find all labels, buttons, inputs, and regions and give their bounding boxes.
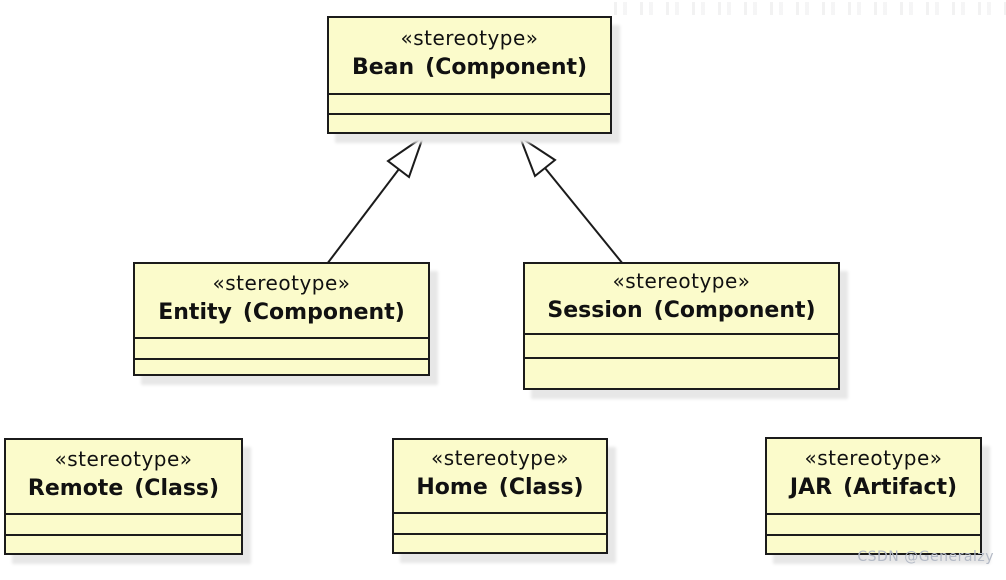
remote-attributes-compartment — [6, 513, 241, 534]
uml-class-home: «stereotype» Home (Class) — [392, 438, 608, 554]
remote-name: Remote (Class) — [28, 475, 219, 503]
entity-name-text: Entity — [158, 299, 232, 325]
home-attributes-compartment — [394, 512, 606, 533]
bean-stereotype: «stereotype» — [400, 25, 539, 50]
session-name: Session (Component) — [547, 297, 815, 325]
entity-operations-compartment — [135, 358, 428, 374]
remote-name-text: Remote — [27, 475, 124, 501]
uml-class-bean: «stereotype» Bean (Component) — [327, 16, 612, 134]
bean-name: Bean (Component) — [352, 54, 587, 82]
session-title-compartment: «stereotype» Session (Component) — [525, 264, 838, 333]
entity-title-compartment: «stereotype» Entity (Component) — [135, 264, 428, 337]
bean-operations-compartment — [329, 113, 610, 132]
jar-name-text: JAR — [789, 475, 833, 501]
entity-qualifier-text: (Component) — [242, 299, 405, 325]
jar-qualifier-text: (Artifact) — [843, 475, 958, 501]
generalization-arrow-entity-to-bean — [326, 134, 425, 265]
session-qualifier-text: (Component) — [653, 297, 816, 323]
session-name-text: Session — [547, 297, 643, 323]
remote-title-compartment: «stereotype» Remote (Class) — [6, 440, 241, 513]
jar-stereotype: «stereotype» — [804, 446, 943, 471]
bean-qualifier-text: (Component) — [425, 54, 588, 80]
entity-name: Entity (Component) — [158, 299, 405, 327]
home-name: Home (Class) — [416, 474, 583, 502]
jar-attributes-compartment — [767, 513, 980, 534]
uml-class-entity: «stereotype» Entity (Component) — [133, 262, 430, 376]
uml-class-jar: «stereotype» JAR (Artifact) — [765, 437, 982, 555]
generalization-arrow-session-to-bean — [517, 134, 624, 265]
session-operations-compartment — [525, 357, 838, 388]
bean-attributes-compartment — [329, 93, 610, 113]
home-title-compartment: «stereotype» Home (Class) — [394, 440, 606, 512]
home-stereotype: «stereotype» — [430, 446, 570, 471]
remote-operations-compartment — [6, 534, 241, 553]
faint-watermark-band — [614, 2, 1006, 15]
bean-name-text: Bean — [351, 54, 415, 80]
session-stereotype: «stereotype» — [612, 268, 751, 293]
entity-attributes-compartment — [135, 337, 428, 358]
jar-name: JAR (Artifact) — [790, 474, 957, 502]
entity-stereotype: «stereotype» — [212, 270, 351, 295]
home-qualifier-text: (Class) — [498, 475, 584, 501]
bean-title-compartment: «stereotype» Bean (Component) — [329, 18, 610, 93]
home-operations-compartment — [394, 533, 606, 552]
uml-class-remote: «stereotype» Remote (Class) — [4, 438, 243, 555]
remote-stereotype: «stereotype» — [54, 446, 193, 471]
remote-qualifier-text: (Class) — [134, 475, 220, 501]
jar-title-compartment: «stereotype» JAR (Artifact) — [767, 439, 980, 513]
csdn-watermark: CSDN @Generalzy — [857, 549, 994, 565]
home-name-text: Home — [416, 475, 488, 501]
jar-operations-compartment — [767, 534, 980, 553]
uml-class-session: «stereotype» Session (Component) — [523, 262, 840, 390]
session-attributes-compartment — [525, 333, 838, 357]
